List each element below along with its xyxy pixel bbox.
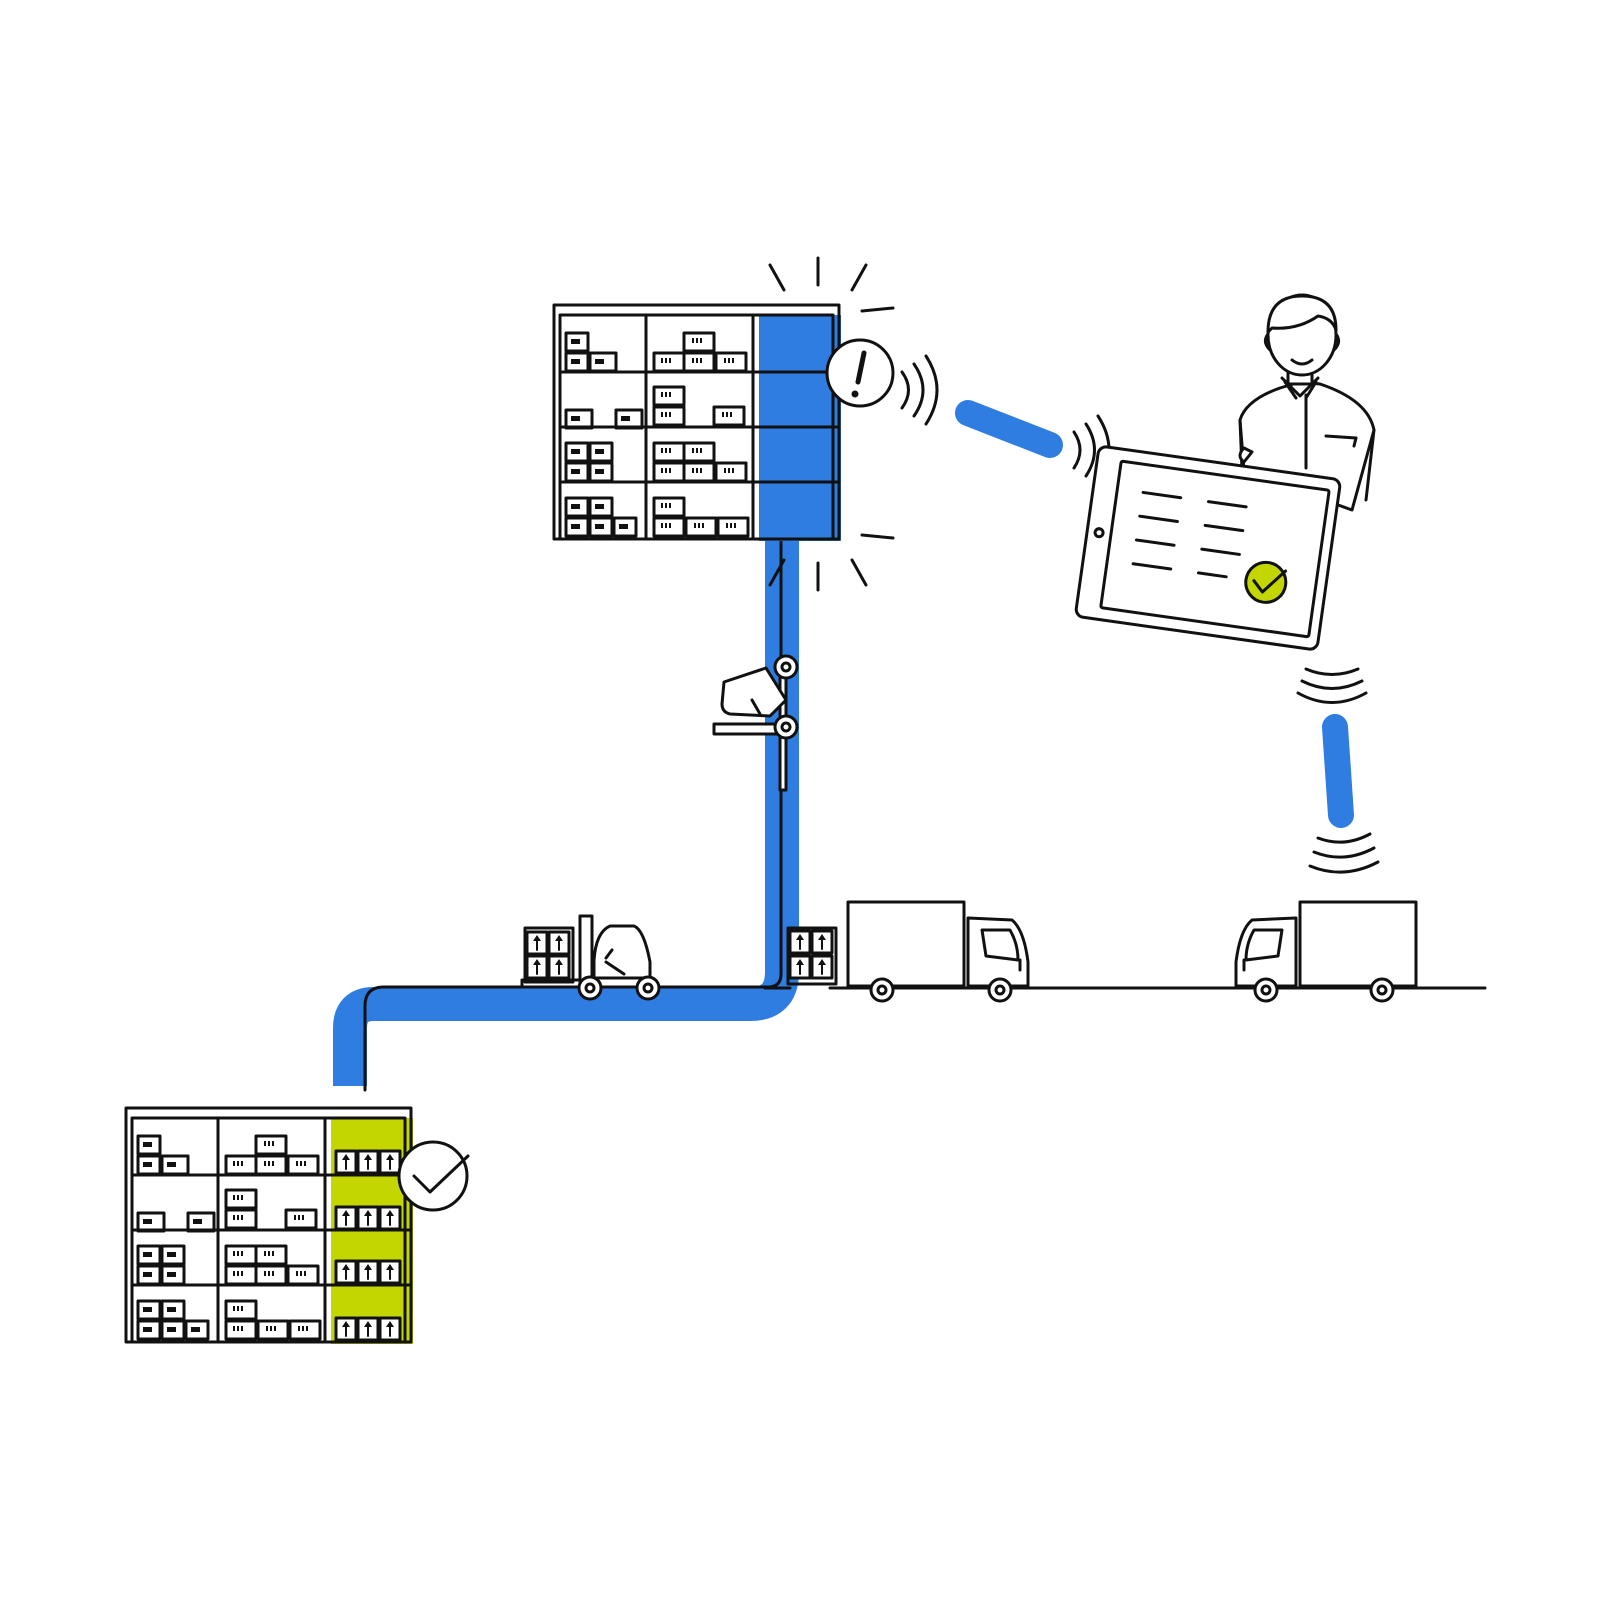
wireless-signal-icon [1310,834,1378,872]
truck-right [1236,902,1416,1001]
wireless-signal-icon [902,356,937,424]
destination-shelf [126,1108,413,1344]
pallet-forklift [522,916,659,999]
alert-icon [827,340,893,406]
wireless-link [1335,727,1341,815]
check-icon [399,1142,468,1210]
tablet-icon [1075,446,1341,650]
flow-path [350,540,782,1086]
vertical-forklift [714,656,797,790]
cargo-boxes [788,928,836,984]
wireless-link [968,413,1050,445]
wireless-signal-icon [1298,669,1366,703]
source-shelf [554,305,841,541]
truck-left [788,902,1028,1001]
